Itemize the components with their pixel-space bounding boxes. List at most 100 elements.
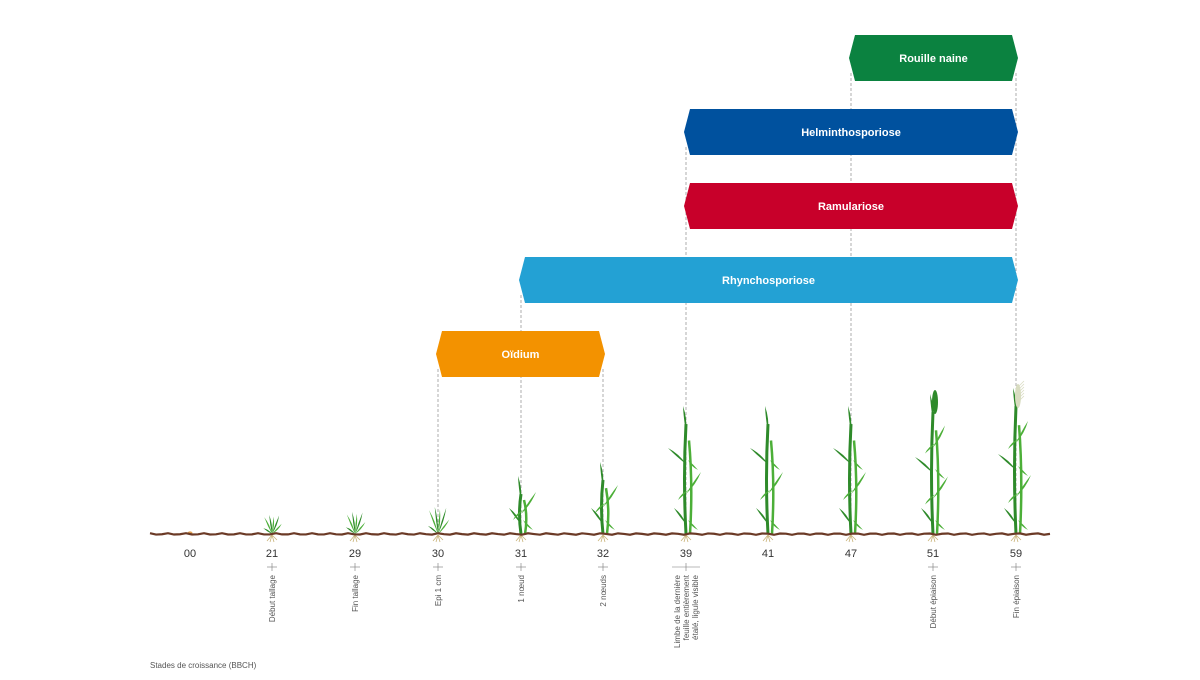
stage-code: 30	[432, 548, 444, 560]
stage-code: 00	[184, 548, 196, 560]
plant-leaf	[688, 520, 698, 530]
plant-leaf	[513, 510, 523, 520]
plant-root	[266, 534, 273, 542]
plant-stem	[848, 423, 853, 535]
plant-leaf	[770, 520, 780, 530]
plant-root	[848, 534, 852, 543]
plant-root	[349, 534, 356, 542]
plant-leaf	[756, 508, 768, 524]
plant-stem	[765, 423, 770, 535]
plant-leaf	[1008, 439, 1018, 449]
plant-leaf	[1008, 493, 1018, 503]
ground-line-path	[149, 532, 1051, 536]
plant-awn	[1017, 386, 1025, 394]
plant-stem	[604, 487, 610, 535]
plant-root	[927, 534, 934, 542]
stage-code: 59	[1010, 548, 1022, 560]
plant-icon	[750, 406, 783, 543]
plant-root	[354, 534, 361, 541]
plant-awn	[1017, 380, 1025, 388]
plant-leaf	[925, 494, 935, 505]
plant-leaf	[925, 443, 935, 454]
plant-root	[435, 534, 439, 543]
stage-code: 21	[266, 548, 278, 560]
disease-bar: Ramulariose	[684, 183, 1018, 229]
plant-leaf	[355, 512, 363, 534]
stage-code: 29	[349, 548, 361, 560]
plant-stem	[600, 479, 605, 535]
plant-root	[767, 534, 774, 541]
plant-root	[767, 534, 771, 543]
plant-leaf	[921, 508, 933, 524]
plant-leaf	[603, 485, 618, 507]
plant-leaf	[438, 519, 450, 534]
plant-root	[352, 534, 356, 543]
plant-leaf	[427, 525, 438, 534]
stage-code: 31	[515, 548, 527, 560]
plant-leaf	[839, 508, 851, 524]
plant-leaf	[605, 520, 615, 530]
disease-bar-shape	[436, 331, 605, 377]
plant-root	[437, 534, 444, 541]
plant-leaf	[933, 425, 945, 448]
plant-leaf	[683, 406, 687, 432]
plant-leaf	[935, 469, 945, 479]
stage-name: 2 nœuds	[598, 563, 608, 607]
plant-root	[762, 534, 769, 542]
plant-stem	[683, 423, 688, 535]
stage-name-line: feuille entièrement	[682, 574, 691, 640]
plant-leaf	[688, 460, 698, 470]
disease-bar-shape	[684, 109, 1018, 155]
plant-leaf	[1016, 475, 1031, 497]
plant-leaf	[760, 490, 770, 500]
plant-stem	[1017, 425, 1023, 535]
stage-name-line: 1 nœud	[517, 575, 526, 603]
plant-icon	[345, 511, 366, 543]
plant-leaf	[263, 528, 272, 534]
plant-leaf	[434, 507, 439, 534]
disease-bar: Helminthosporiose	[684, 109, 1018, 155]
disease-bar-shape	[849, 35, 1018, 81]
plant-leaf	[355, 513, 358, 534]
plant-leaf	[595, 503, 605, 513]
disease-bar: Oïdium	[436, 331, 605, 377]
plant-leaf	[770, 460, 780, 470]
plant-icon	[668, 406, 701, 543]
plant-leaf	[272, 515, 280, 534]
stage-name: Epi 1 cm	[433, 563, 443, 606]
plant-icon	[427, 507, 450, 543]
plant-leaf	[1018, 520, 1028, 530]
plant-root	[765, 534, 769, 543]
plant-awn	[1017, 395, 1025, 403]
plant-root	[683, 534, 687, 543]
disease-bars: Rouille naineHelminthosporioseRamularios…	[436, 35, 1018, 377]
disease-bar-label: Helminthosporiose	[801, 127, 901, 139]
ground-line	[149, 532, 1051, 536]
plant-leaf	[915, 457, 933, 473]
plant-leaf	[686, 472, 701, 494]
plant-leaf	[264, 517, 272, 534]
plant-leaf	[668, 448, 686, 464]
plant-leaf	[438, 507, 447, 534]
plant-root	[437, 534, 441, 543]
stage-name-line: Epi 1 cm	[434, 575, 443, 606]
plant-root	[685, 534, 689, 543]
plant-leaf	[1013, 388, 1017, 414]
disease-bar-shape	[519, 257, 1018, 303]
plant-root	[680, 534, 687, 542]
plant-leaf	[853, 460, 863, 470]
plant-leaf	[523, 520, 533, 530]
plant-leaf	[1016, 421, 1028, 443]
plant-root	[930, 534, 934, 543]
plant-root	[685, 534, 692, 541]
plant-leaf	[998, 454, 1016, 470]
plant-awn	[1017, 383, 1025, 391]
stage-code: 41	[762, 548, 774, 560]
stage-name-line: Début épiaison	[929, 575, 938, 628]
stage-code: 39	[680, 548, 692, 560]
plant-leaf	[346, 514, 355, 534]
plant-leaf	[269, 514, 273, 534]
